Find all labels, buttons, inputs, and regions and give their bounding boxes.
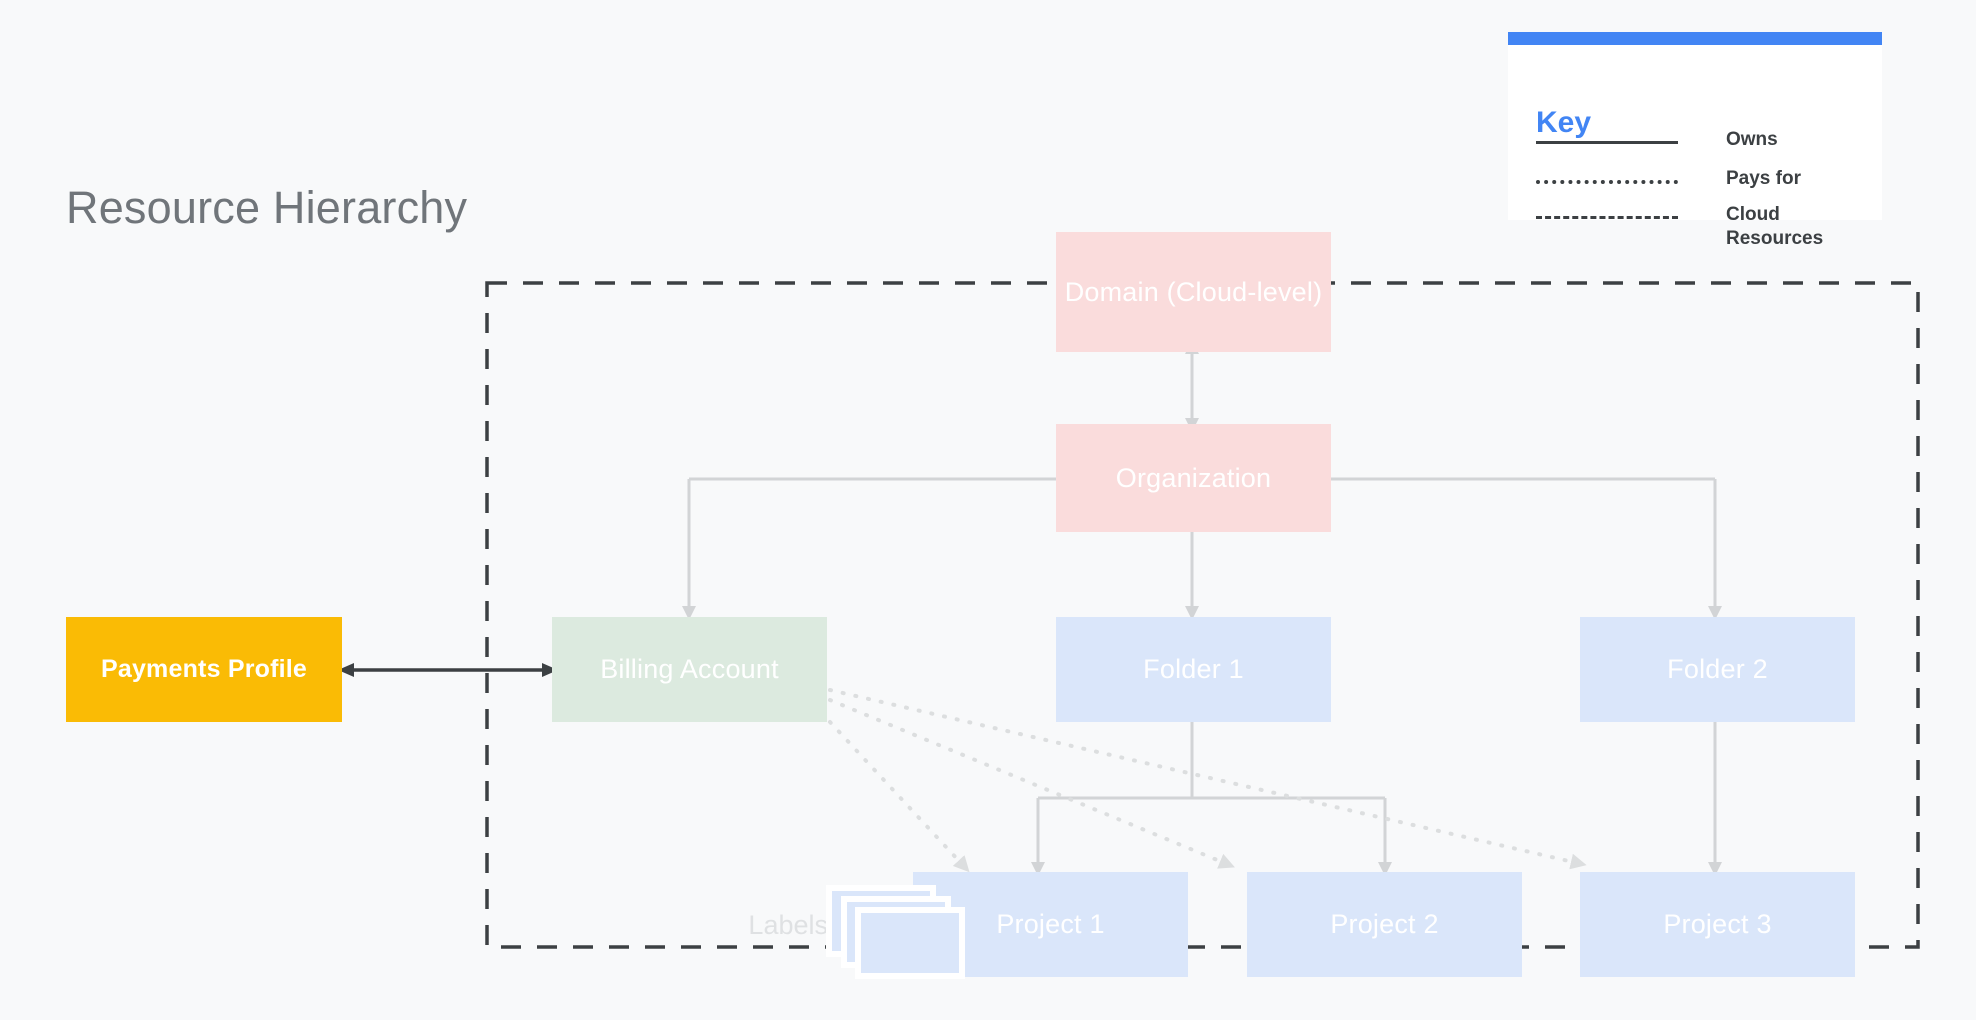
node-label: Payments Profile [100,655,308,683]
key-item-label: Cloud Resources [1726,204,1824,249]
node-project-3[interactable]: Project 3 [1580,872,1855,977]
cloud-resources-boundary [485,281,1920,949]
node-label: Folder 1 [1143,654,1244,684]
key-heading: Key [1536,106,1592,139]
node-organization[interactable]: Organization [1056,424,1331,532]
edge-folder1-bus [1036,722,1387,850]
node-label: Project 1 [996,909,1105,939]
node-label: Organization [1115,462,1272,493]
stacked-cards-icon [826,885,965,979]
key-item-label: Pays for [1726,168,1801,189]
node-label: Project 3 [1663,909,1772,939]
edge-billing-project2 [828,698,1235,869]
node-payments-profile[interactable]: Payments Profile [66,617,342,722]
solid-line-icon [1536,141,1678,144]
node-label: Project 2 [1330,909,1439,939]
dotted-line-icon [1536,180,1678,184]
key-legend-panel: Key Owns Pays for Cloud Resources [1508,32,1882,249]
node-project-2[interactable]: Project 2 [1247,872,1522,977]
node-label: Billing Account [600,654,779,684]
node-billing-account[interactable]: Billing Account [552,617,827,722]
node-domain[interactable]: Domain (Cloud-level) [1056,232,1331,352]
key-accent-bar [1508,32,1882,45]
node-label: Folder 2 [1667,654,1768,684]
dashed-line-icon [1536,216,1678,219]
edge-billing-project1 [828,720,970,873]
node-folder-2[interactable]: Folder 2 [1580,617,1855,722]
page-title: Resource Hierarchy [66,182,468,233]
node-label: Domain (Cloud-level) [1064,276,1323,307]
node-folder-1[interactable]: Folder 1 [1056,617,1331,722]
key-item-label: Owns [1726,129,1778,150]
labels-annotation-label: Labels [748,910,828,940]
